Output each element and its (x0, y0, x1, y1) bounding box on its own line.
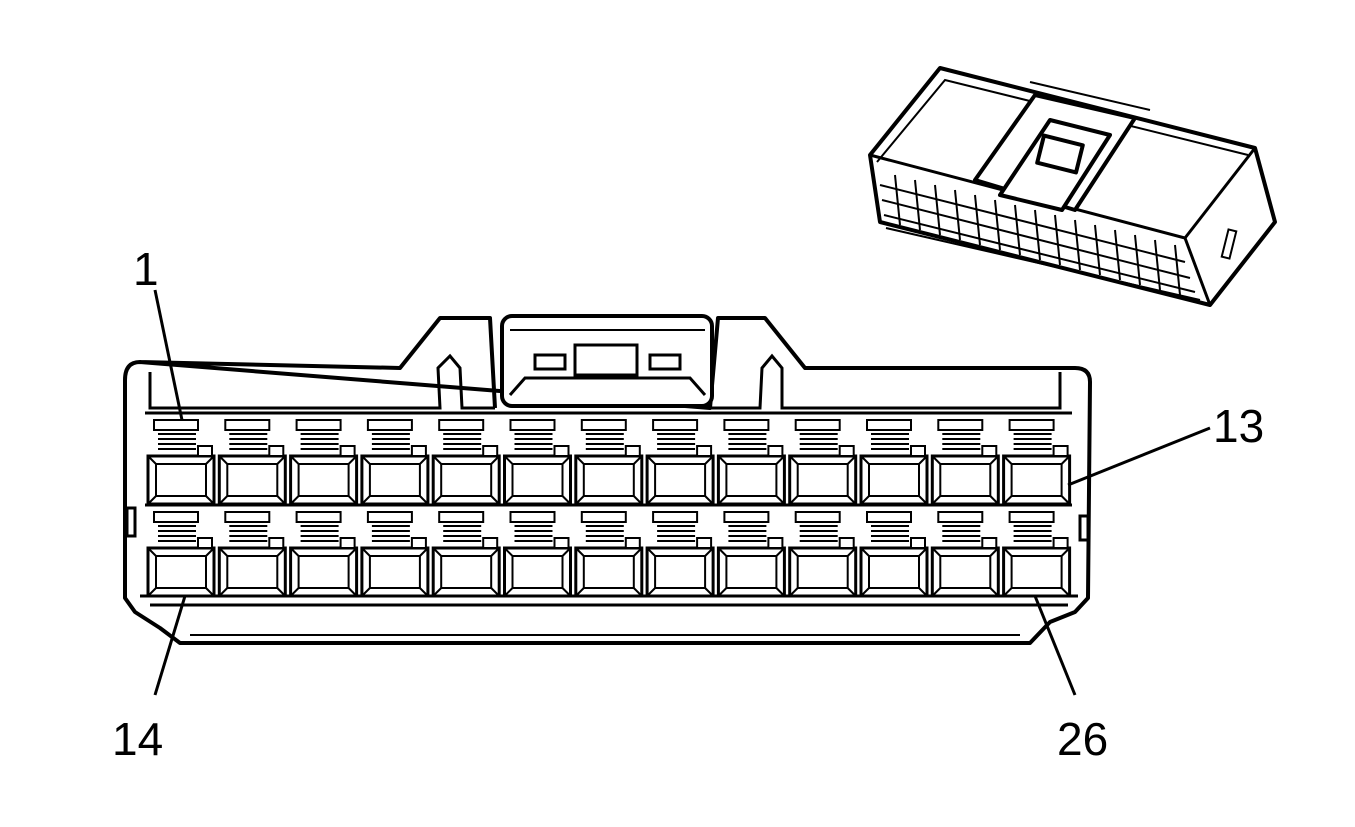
connector-isometric-view (868, 66, 1277, 307)
pin-cavity-20 (574, 511, 644, 598)
leader-pin-1 (153, 289, 184, 421)
pin-cavity-5 (431, 419, 501, 506)
pin-cavity-22 (716, 511, 786, 598)
pin-cavity-12 (930, 419, 1000, 506)
leader-pin-26 (1033, 595, 1077, 696)
pin-cavity-6 (503, 419, 572, 506)
pin-cavity-2 (217, 419, 287, 506)
pin-cavity-24 (859, 511, 929, 598)
pin-label-26: 26 (1057, 713, 1108, 765)
pin-cavity-15 (217, 511, 287, 598)
pin-cavity-25 (930, 511, 1000, 598)
pin-cavity-23 (788, 511, 858, 598)
pin-cavity-13 (1002, 419, 1072, 506)
pin-cavity-26 (1002, 511, 1072, 598)
pin-cavities (146, 419, 1072, 598)
pin-cavity-19 (503, 511, 572, 598)
pin-cavity-10 (788, 419, 858, 506)
leader-lines (153, 289, 1211, 696)
pin-cavity-17 (360, 511, 430, 598)
pin-cavity-8 (645, 419, 715, 506)
pin-cavity-11 (859, 419, 929, 506)
center-latch (500, 314, 714, 408)
pin-cavity-3 (289, 419, 359, 506)
pin-cavity-1 (146, 419, 216, 506)
pin-cavity-14 (146, 511, 216, 598)
leader-pin-13 (1067, 426, 1211, 487)
pin-cavity-7 (574, 419, 644, 506)
pin-label-13: 13 (1213, 400, 1264, 452)
pin-cavity-18 (431, 511, 501, 598)
pin-label-14: 14 (112, 713, 163, 765)
pin-cavity-9 (716, 419, 786, 506)
pin-cavity-4 (360, 419, 430, 506)
pin-cavity-21 (645, 511, 715, 598)
pin-cavity-16 (289, 511, 359, 598)
leader-pin-14 (153, 595, 187, 696)
isometric-pin-grid (879, 174, 1201, 301)
pin-label-1: 1 (133, 243, 159, 295)
